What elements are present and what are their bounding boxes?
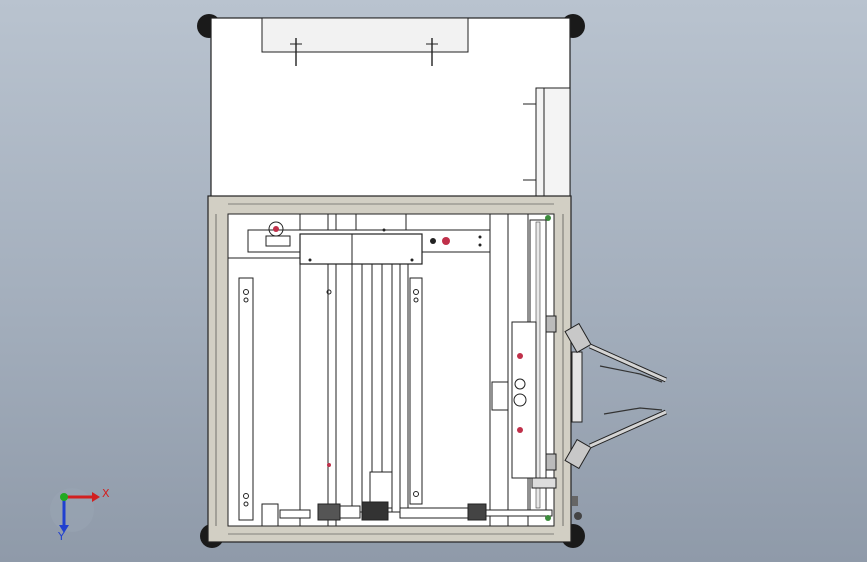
right-vertical-mechanism: [511, 219, 557, 511]
triad-z-axis: [60, 493, 68, 501]
bottom-cylinder: [261, 215, 553, 527]
axis-x-label: X: [102, 487, 110, 500]
top-bracket: [261, 17, 469, 53]
central-slide-assembly: [351, 261, 409, 513]
carriage-block: [299, 233, 423, 265]
upper-cover: [210, 17, 571, 199]
linear-guides: [238, 277, 423, 521]
top-cross-beam: [247, 213, 491, 265]
orientation-triad: [50, 488, 100, 533]
axis-y-label: Y: [58, 530, 65, 543]
side-mount-plate: [535, 87, 571, 197]
external-pneumatic-arm: [564, 322, 668, 520]
